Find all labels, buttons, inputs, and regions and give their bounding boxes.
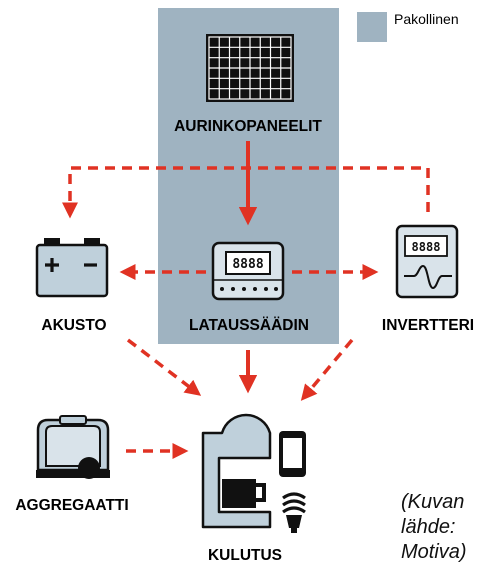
consumption-label: KULUTUS [208, 547, 282, 564]
controller-label: LATAUSSÄÄDIN [189, 317, 309, 334]
solar-panel-icon [206, 34, 294, 102]
charge-controller-icon: 8888 [211, 241, 285, 301]
image-source-note: (Kuvan lähde: Motiva) [401, 491, 467, 563]
inverter-icon: 8888 [395, 224, 459, 299]
inverter-label: INVERTTERI [382, 317, 474, 334]
coffee-machine-icon [201, 413, 272, 529]
legend-label: Pakollinen [394, 11, 459, 27]
arrow-battery-to-consumption [126, 338, 202, 396]
solar-label: AURINKOPANEELIT [174, 118, 322, 135]
arrow-top-loop-to-battery [61, 166, 430, 219]
legend: Pakollinen [357, 11, 459, 42]
battery-label: AKUSTO [41, 317, 106, 334]
legend-swatch [357, 12, 387, 42]
generator-label: AGGREGAATTI [15, 497, 128, 514]
smartphone-icon [279, 431, 306, 477]
svg-text:8888: 8888 [412, 240, 441, 254]
light-bulb-icon [282, 492, 306, 533]
generator-icon [36, 415, 110, 479]
battery-icon [35, 238, 109, 298]
dashed-arrows [61, 166, 430, 460]
svg-text:8888: 8888 [232, 257, 263, 272]
arrow-inverter-to-consumption [300, 338, 354, 401]
